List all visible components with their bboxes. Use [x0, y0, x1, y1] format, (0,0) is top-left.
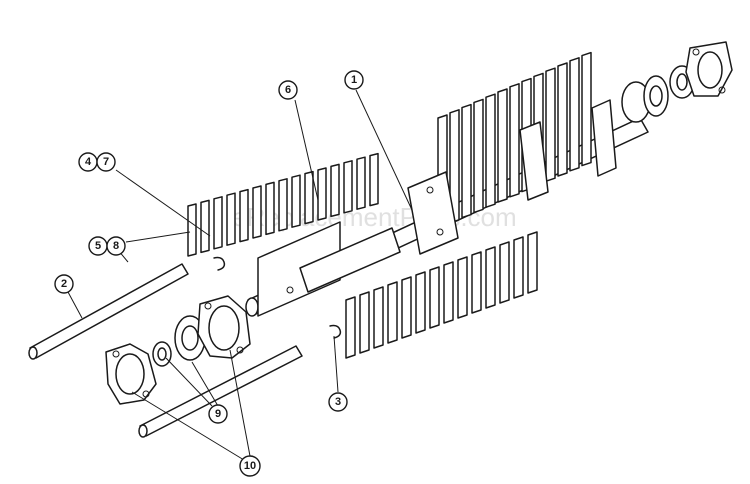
- fin-plate: [485, 93, 496, 208]
- callout-1: 1: [344, 70, 364, 90]
- callout-2: 2: [54, 274, 74, 294]
- lower-rod: [138, 345, 303, 438]
- right-bearing-assembly: [621, 41, 733, 123]
- fin-plate: [457, 256, 468, 319]
- fin-plate: [569, 57, 580, 172]
- fin-plate: [401, 276, 412, 339]
- fin-plate: [513, 236, 524, 299]
- fin-plate: [200, 199, 210, 254]
- fin-plate: [449, 109, 460, 224]
- fin-plate: [252, 185, 262, 239]
- fin-plate: [304, 170, 314, 225]
- callout-9: 9: [208, 404, 228, 424]
- fin-plate: [461, 103, 472, 219]
- callout-3: 3: [328, 392, 348, 412]
- callout-5: 5: [88, 236, 108, 256]
- fin-plate: [373, 286, 384, 349]
- fin-plate: [187, 203, 197, 257]
- center-bracket: [257, 99, 617, 317]
- fin-plate: [343, 160, 353, 214]
- callout-9-label: 9: [215, 408, 221, 420]
- fin-plate: [213, 196, 223, 250]
- callout-10: 10: [239, 455, 261, 477]
- fin-plate: [387, 281, 398, 344]
- callout-1-label: 1: [351, 74, 357, 86]
- fin-plate: [509, 83, 520, 198]
- fin-plate: [545, 67, 556, 182]
- fin-plate: [485, 246, 496, 309]
- fin-plate: [369, 152, 379, 207]
- fin-plate: [239, 188, 249, 243]
- fin-plate: [265, 181, 275, 236]
- left-bearing-assembly: [105, 295, 251, 405]
- callout-6-label: 6: [285, 84, 291, 96]
- retaining-clip-part-3: [329, 324, 342, 339]
- left-fin-rack: [187, 152, 379, 257]
- callout-2-label: 2: [61, 278, 67, 290]
- rod-part-2: [28, 263, 189, 360]
- callout-6: 6: [278, 80, 298, 100]
- fin-plate: [581, 51, 592, 167]
- callout-8-label: 8: [113, 240, 119, 252]
- fin-plate: [429, 266, 440, 329]
- callout-7: 7: [96, 152, 116, 172]
- lower-fin-rack: [345, 231, 538, 359]
- fin-plate: [317, 167, 327, 221]
- fin-plate: [415, 271, 426, 334]
- callout-7-label: 7: [103, 156, 109, 168]
- callout-5-label: 5: [95, 240, 101, 252]
- fin-plate: [557, 62, 568, 177]
- fin-plate: [471, 251, 482, 314]
- fin-plate: [497, 88, 508, 203]
- callout-10-label: 10: [244, 460, 256, 472]
- fin-plate: [473, 98, 484, 214]
- retaining-clip-left: [213, 256, 226, 271]
- callout-3-label: 3: [335, 396, 341, 408]
- fin-plate: [359, 291, 370, 354]
- fin-plate: [278, 178, 288, 232]
- fin-plate: [291, 174, 301, 228]
- callout-4-label: 4: [85, 156, 92, 168]
- callout-4: 4: [78, 152, 98, 172]
- fin-plate: [345, 296, 356, 359]
- callout-8: 8: [106, 236, 126, 256]
- fin-plate: [330, 163, 340, 218]
- fin-plate: [499, 241, 510, 304]
- fin-plate: [443, 261, 454, 324]
- fin-plate: [527, 231, 538, 294]
- fin-plate: [356, 156, 366, 210]
- fin-plate: [226, 192, 236, 246]
